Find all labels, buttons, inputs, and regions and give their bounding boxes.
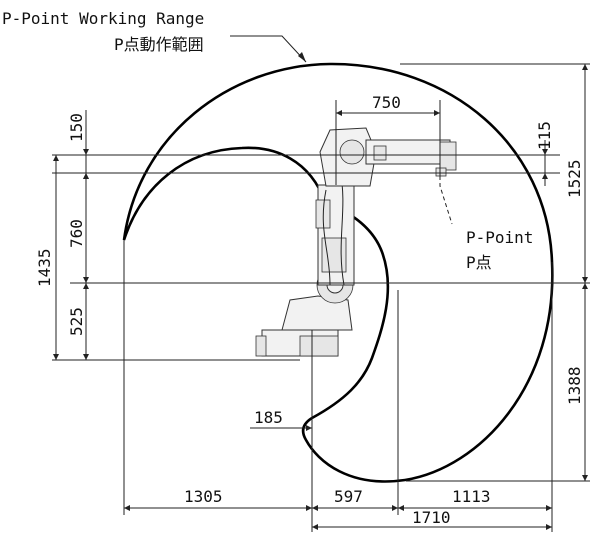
dim-label-150: 150: [67, 113, 86, 142]
dim-label-1435: 1435: [35, 248, 54, 287]
robot-arm-illustration: [255, 127, 457, 357]
dim-label-597: 597: [334, 487, 363, 506]
title-japanese: P点動作範囲: [114, 35, 204, 54]
working-range-envelope: [122, 62, 554, 483]
robot-wrist: [439, 141, 457, 171]
dim-label-525: 525: [67, 307, 86, 336]
dim-label-750: 750: [372, 93, 401, 112]
p-point-leader: [439, 176, 453, 225]
p-point-label-japanese: P点: [466, 253, 492, 272]
robot-upper-arm-motor: [373, 145, 387, 161]
robot-upper-joint-hub: [339, 139, 365, 165]
title-english: P-Point Working Range: [2, 9, 204, 28]
title-leader-line: [230, 35, 307, 63]
dim-label-1305: 1305: [184, 487, 223, 506]
dim-label-115: 115: [535, 121, 554, 150]
title-leader-arrow: [298, 52, 306, 62]
dim-arrows-115: [542, 149, 548, 179]
dim-label-1388: 1388: [565, 366, 584, 405]
dim-label-1525: 1525: [565, 159, 584, 198]
robot-tool-flange: [435, 167, 447, 177]
dim-arrow-185: [306, 425, 312, 431]
robot-base-front: [299, 335, 339, 357]
robot-cable-a: [322, 189, 331, 286]
dim-label-760: 760: [67, 219, 86, 248]
dim-label-1113: 1113: [452, 487, 491, 506]
p-point-label-english: P-Point: [466, 228, 533, 247]
dim-label-1710: 1710: [412, 508, 451, 527]
robot-base-connector: [255, 335, 267, 357]
dim-label-185: 185: [254, 408, 283, 427]
